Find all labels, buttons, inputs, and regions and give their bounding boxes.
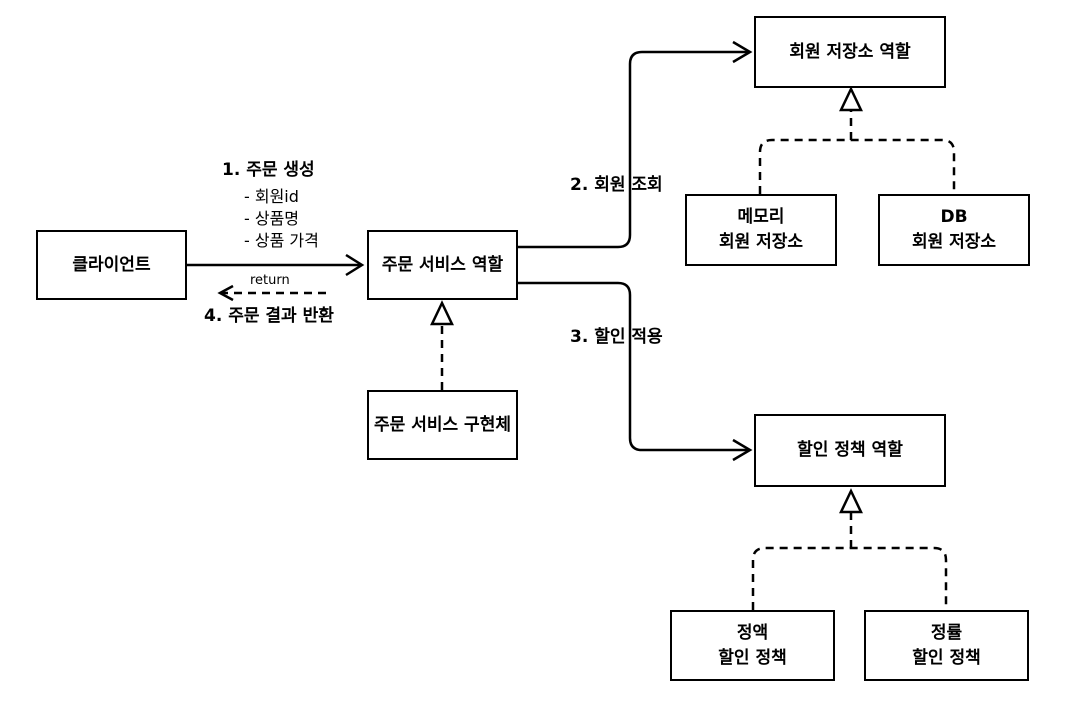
- return-result-label: 4. 주문 결과 반환: [204, 306, 334, 326]
- fixed-discount-policy-line2: 할인 정책: [718, 647, 787, 668]
- arrow-return-result: [217, 284, 326, 302]
- order-service-role-box: 주문 서비스 역할: [367, 230, 518, 300]
- client-box: 클라이언트: [36, 230, 187, 300]
- rate-discount-policy-box: 정률 할인 정책: [864, 610, 1029, 681]
- discount-policy-role-box: 할인 정책 역할: [754, 414, 946, 487]
- return-label: return: [250, 273, 290, 288]
- create-order-param-item-price: - 상품 가격: [244, 231, 319, 250]
- db-member-repo-line2: 회원 저장소: [911, 232, 997, 252]
- member-repo-role-label: 회원 저장소 역할: [789, 41, 911, 62]
- db-member-repo-line1: DB: [940, 207, 968, 227]
- fixed-discount-policy-line1: 정액: [736, 622, 769, 643]
- realization-discount-policy: [751, 488, 948, 610]
- realization-order-service: [430, 300, 454, 390]
- create-order-param-item-name: - 상품명: [244, 209, 300, 228]
- order-service-role-label: 주문 서비스 역할: [381, 254, 504, 275]
- memory-member-repo-box: 메모리 회원 저장소: [685, 194, 837, 266]
- rate-discount-policy-line1: 정률: [930, 622, 963, 643]
- arrow-lookup-member: [518, 40, 753, 249]
- order-service-impl-box: 주문 서비스 구현체: [367, 390, 518, 460]
- create-order-param-member-id: - 회원id: [244, 187, 299, 206]
- realization-member-repo: [758, 86, 956, 194]
- apply-discount-label: 3. 할인 적용: [570, 327, 663, 347]
- arrow-apply-discount: [518, 281, 753, 462]
- db-member-repo-box: DB 회원 저장소: [878, 194, 1030, 266]
- create-order-label: 1. 주문 생성: [222, 160, 315, 180]
- client-label: 클라이언트: [72, 254, 151, 275]
- memory-member-repo-line1: 메모리: [737, 207, 785, 227]
- rate-discount-policy-line2: 할인 정책: [912, 647, 981, 668]
- member-repo-role-box: 회원 저장소 역할: [754, 16, 946, 88]
- memory-member-repo-line2: 회원 저장소: [718, 232, 804, 252]
- arrow-create-order: [187, 253, 365, 277]
- lookup-member-label: 2. 회원 조회: [570, 175, 663, 195]
- order-service-impl-label: 주문 서비스 구현체: [374, 414, 511, 435]
- fixed-discount-policy-box: 정액 할인 정책: [670, 610, 835, 681]
- discount-policy-role-label: 할인 정책 역할: [797, 440, 903, 460]
